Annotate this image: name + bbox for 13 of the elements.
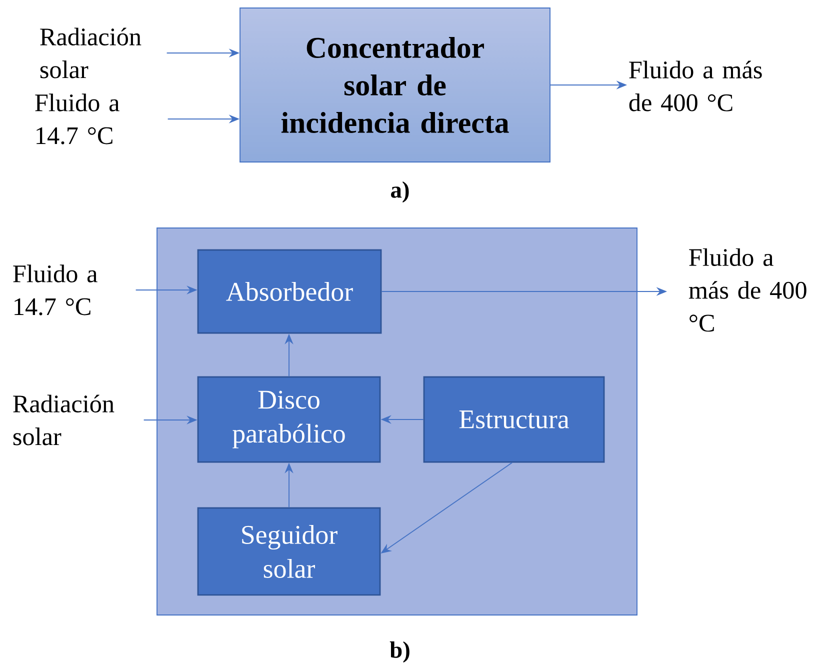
component-box: Disco parabólico (197, 376, 381, 463)
process-box: Concentrador solar de incidencia directa (240, 8, 550, 162)
output-label: Fluido a más de 400 °C (688, 248, 806, 332)
panel-caption: a) (391, 181, 409, 203)
component-box: Estructura (423, 376, 605, 463)
component-box: Absorbedor (197, 249, 382, 334)
input-label: Fluido a 14.7 °C (35, 94, 120, 144)
input-label: Fluido a 14.7 °C (13, 264, 98, 316)
panel-caption: b) (390, 641, 410, 663)
output-label: Fluido a más de 400 °C (629, 60, 762, 112)
input-label: Radiación solar (40, 28, 142, 78)
component-box: Seguidor solar (197, 507, 381, 596)
input-label: Radiación solar (13, 394, 114, 446)
